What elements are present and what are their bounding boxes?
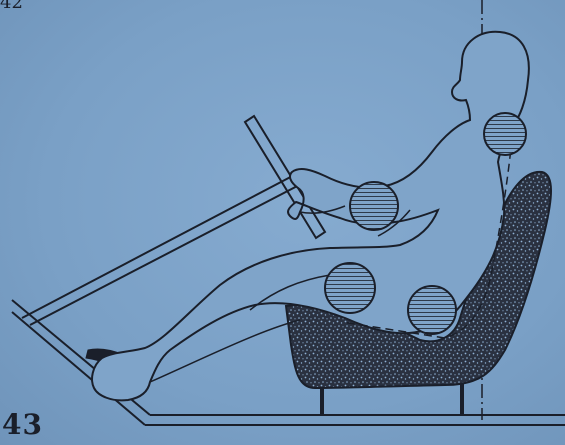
pressure-zone-lumbar xyxy=(408,286,456,334)
pressure-zone-shoulder xyxy=(350,182,398,230)
figure-number: 43 xyxy=(2,408,43,441)
corner-mark: 42 xyxy=(0,0,23,13)
pressure-zone-thigh xyxy=(325,263,375,313)
pressure-zone-head xyxy=(484,113,526,155)
